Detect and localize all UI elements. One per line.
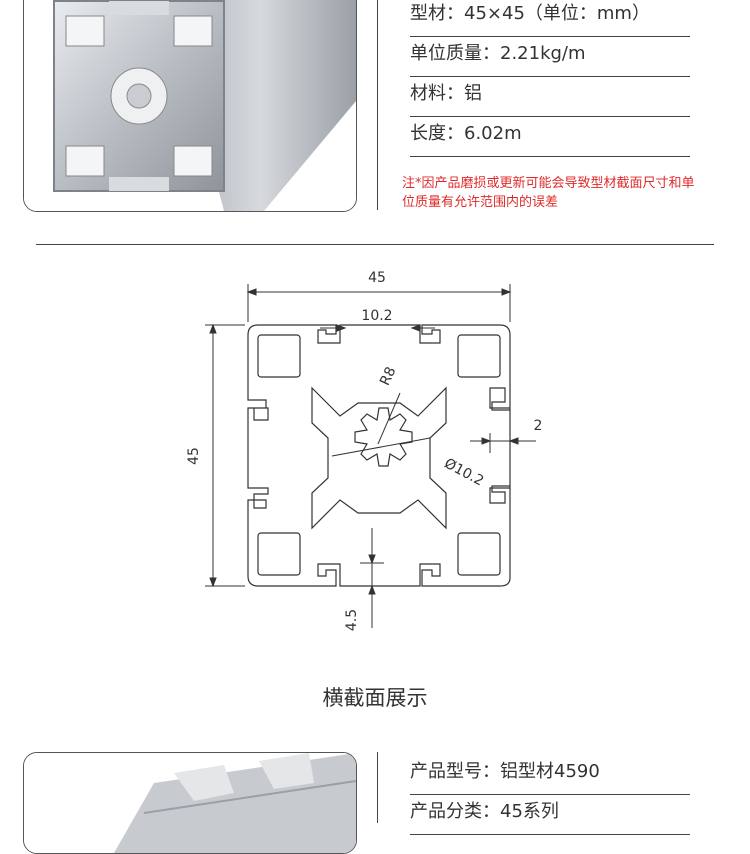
product-photo-bottom bbox=[23, 752, 357, 854]
corner-cavity-bottom-right bbox=[457, 532, 501, 576]
spec-value: 6.02m bbox=[464, 123, 522, 144]
spec-label: 型材： bbox=[410, 3, 464, 24]
divider-vertical-bottom bbox=[377, 752, 378, 823]
spec-label: 产品分类： bbox=[410, 801, 500, 822]
spec-row-length: 长度：6.02m bbox=[410, 116, 690, 157]
spec-value: 45系列 bbox=[500, 801, 559, 822]
product-photo-top bbox=[23, 0, 357, 212]
corner-cavity-top-left bbox=[257, 334, 301, 378]
spec-label: 单位质量： bbox=[410, 43, 500, 64]
aluminum-profile-side-image bbox=[24, 753, 356, 853]
dim-wall-label: 2 bbox=[534, 418, 543, 434]
spec-label: 材料： bbox=[410, 83, 464, 104]
dim-depth-label: 4.5 bbox=[344, 609, 360, 631]
dim-bore-label: Ø10.2 bbox=[441, 455, 486, 489]
spec-row-profile: 型材：45×45（单位：mm） bbox=[410, 0, 690, 37]
section-caption: 横截面展示 bbox=[322, 686, 428, 710]
dim-radius-label: R8 bbox=[377, 364, 399, 388]
dim-slot-label: 10.2 bbox=[361, 308, 392, 324]
spec-label: 长度： bbox=[410, 123, 464, 144]
spec-value: 45×45（单位：mm） bbox=[464, 3, 650, 24]
dim-height-label: 45 bbox=[186, 447, 202, 465]
spec-row-material: 材料：铝 bbox=[410, 76, 690, 117]
divider-vertical-top bbox=[377, 0, 378, 210]
tolerance-note: 注*因产品磨损或更新可能会导致型材截面尺寸和单位质量有允许范围内的误差 bbox=[402, 176, 695, 210]
spec-value: 铝 bbox=[464, 83, 482, 104]
corner-cavity-top-right bbox=[457, 334, 501, 378]
spec-row-model: 产品型号：铝型材4590 bbox=[410, 754, 690, 795]
inner-web bbox=[311, 386, 447, 530]
center-bore bbox=[354, 407, 413, 467]
spec-value: 2.21kg/m bbox=[500, 43, 586, 64]
corner-cavity-bottom-left bbox=[257, 532, 301, 576]
cross-section-drawing: 45 45 10.2 R8 2 Ø10.2 4.5 bbox=[186, 270, 543, 631]
divider-horizontal bbox=[36, 244, 714, 245]
profile-outline bbox=[247, 324, 511, 587]
aluminum-profile-end-image bbox=[24, 0, 356, 211]
spec-row-unit-mass: 单位质量：2.21kg/m bbox=[410, 36, 690, 77]
dim-width-label: 45 bbox=[368, 270, 386, 286]
spec-label: 产品型号： bbox=[410, 761, 500, 782]
spec-row-category: 产品分类：45系列 bbox=[410, 794, 690, 835]
spec-value: 铝型材4590 bbox=[500, 761, 600, 782]
